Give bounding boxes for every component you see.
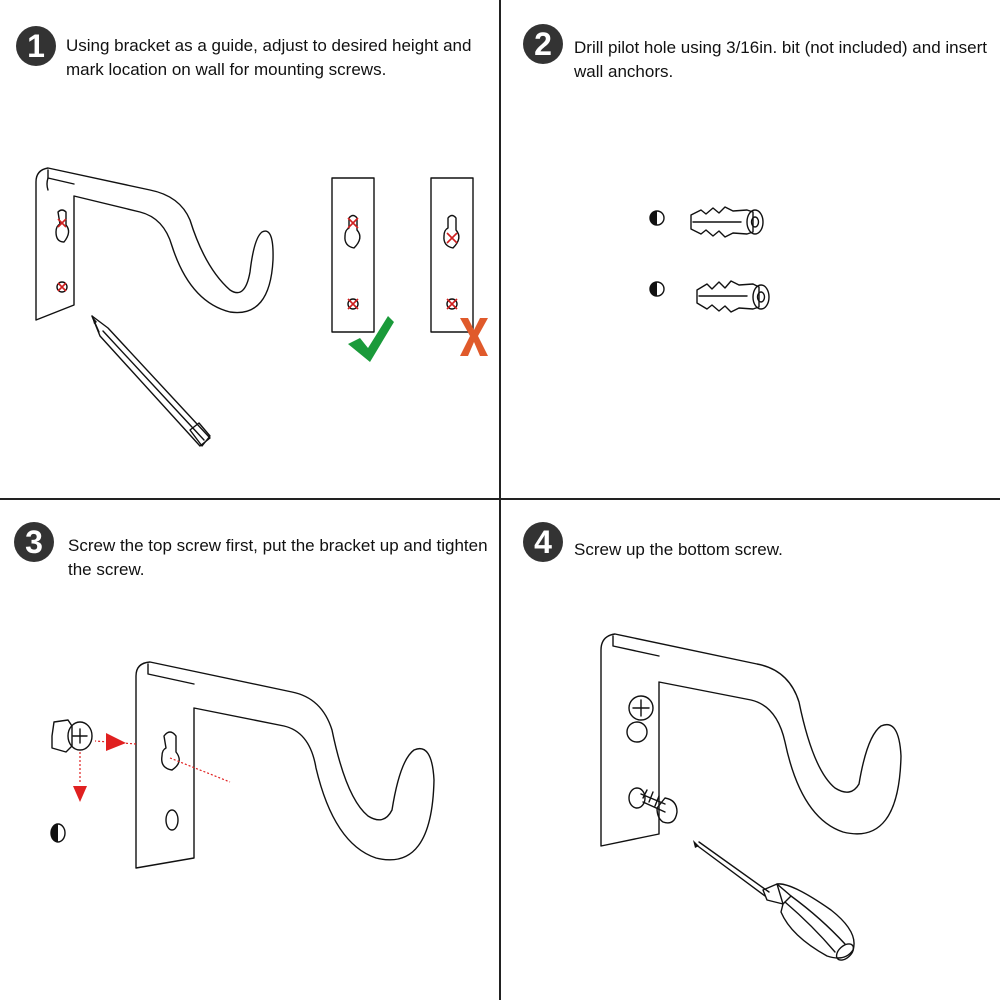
mounting-plate-incorrect (430, 177, 474, 333)
step-2-badge: 2 (523, 24, 563, 64)
screw-icon (628, 787, 678, 824)
step-3-illustration (50, 661, 435, 869)
curtain-bracket (600, 633, 902, 847)
pilot-hole-icon (50, 823, 66, 843)
wall-anchor-icon (696, 280, 770, 313)
mounting-plate-correct (331, 177, 375, 333)
step-4-panel: 4 Screw up the bottom screw. (501, 500, 1000, 998)
screwdriver-icon (693, 840, 855, 961)
wall-anchor-icon (690, 206, 764, 238)
step-1-text: Using bracket as a guide, adjust to desi… (66, 36, 472, 79)
check-icon (348, 316, 394, 362)
screw-icon (51, 719, 93, 753)
step-2-panel: 2 Drill pilot hole using 3/16in. bit (no… (501, 0, 1000, 498)
step-1-illustration (35, 167, 488, 447)
curtain-bracket (35, 167, 274, 321)
step-4-text: Screw up the bottom screw. (574, 540, 783, 559)
pencil-icon (91, 315, 211, 447)
step-1-panel: 1 Using bracket as a guide, adjust to de… (0, 0, 499, 498)
step-3-text: Screw the top screw first, put the brack… (68, 536, 488, 579)
pilot-hole-icon (649, 210, 665, 226)
step-3-badge: 3 (14, 522, 54, 562)
step-3-panel: 3 Screw the top screw first, put the bra… (0, 500, 499, 998)
screw-icon (626, 695, 654, 743)
pilot-hole-icon (649, 281, 665, 297)
step-4-illustration (600, 633, 902, 961)
step-1-badge: 1 (16, 26, 56, 66)
step-2-illustration (649, 206, 770, 313)
step-4-badge: 4 (523, 522, 563, 562)
curtain-bracket (135, 661, 435, 869)
vertical-divider (499, 0, 501, 1000)
step-2-text: Drill pilot hole using 3/16in. bit (not … (574, 38, 987, 81)
horizontal-divider (0, 498, 1000, 500)
cross-icon (460, 318, 488, 356)
